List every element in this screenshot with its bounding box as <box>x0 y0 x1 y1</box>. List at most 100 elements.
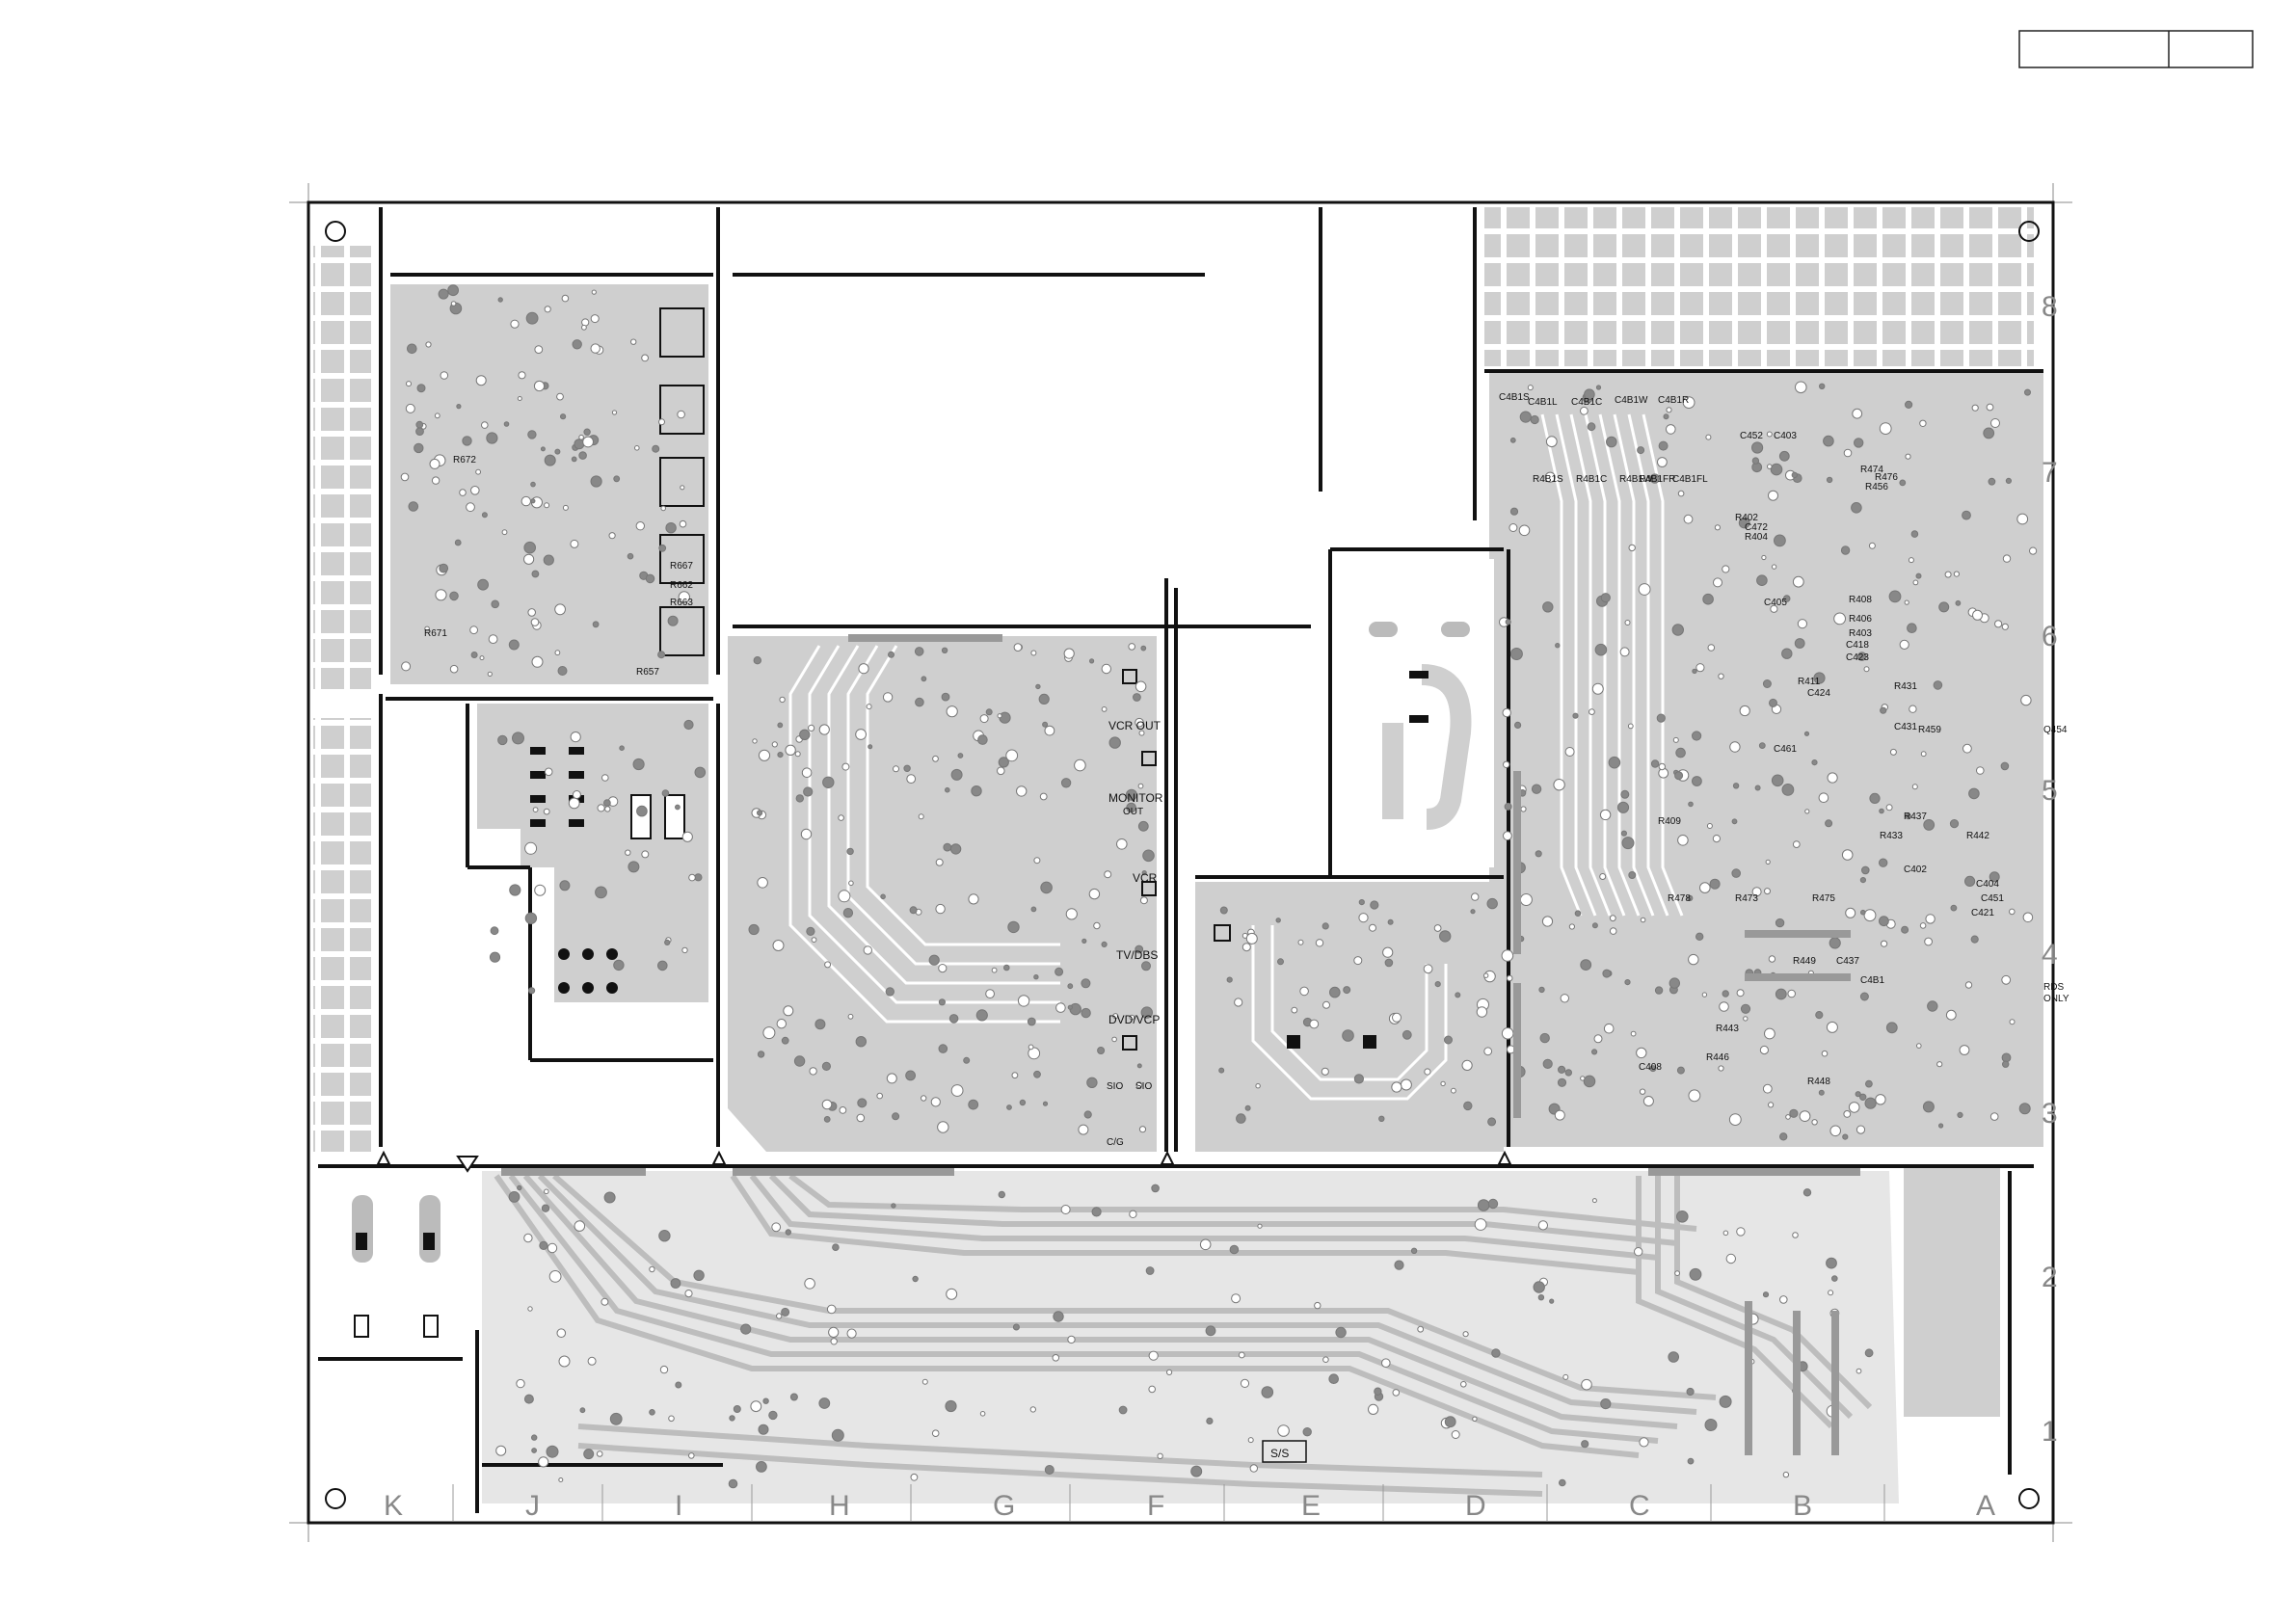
via <box>921 676 927 682</box>
via <box>1624 979 1631 986</box>
via <box>1508 523 1518 532</box>
via <box>454 539 462 546</box>
via <box>1819 383 1826 389</box>
via <box>1944 571 1952 578</box>
label-cg: C/G <box>1107 1137 1124 1148</box>
via <box>1374 1387 1382 1396</box>
ref-label: C403 <box>1774 431 1797 441</box>
ref-label: C423 <box>1846 652 1869 663</box>
via <box>527 608 537 617</box>
via <box>1767 464 1773 469</box>
via <box>841 762 850 771</box>
via <box>776 1313 783 1319</box>
via <box>462 436 472 446</box>
ref-label: R4B1C <box>1576 474 1607 485</box>
ref-label: R671 <box>424 628 447 639</box>
via <box>435 589 447 601</box>
via <box>1234 998 1243 1007</box>
via <box>1538 986 1545 994</box>
via <box>998 757 1009 768</box>
via <box>1205 1325 1216 1337</box>
via <box>1455 992 1461 998</box>
via <box>921 1378 928 1385</box>
via <box>1620 830 1628 837</box>
via <box>1945 1009 1957 1021</box>
via <box>758 749 771 761</box>
via <box>1081 938 1087 945</box>
via <box>1695 932 1704 941</box>
via <box>1829 937 1841 949</box>
via <box>1768 955 1776 963</box>
via <box>1795 381 1807 394</box>
via <box>1616 801 1630 813</box>
via <box>475 468 482 475</box>
via <box>1719 1001 1729 1012</box>
via <box>490 926 499 936</box>
via <box>1343 986 1351 995</box>
via <box>1314 1301 1322 1310</box>
via <box>997 713 1002 719</box>
via <box>1083 1110 1092 1119</box>
ref-label: C421 <box>1971 908 1994 918</box>
via <box>1988 477 1996 486</box>
via <box>1880 706 1887 714</box>
via <box>592 621 600 628</box>
via <box>488 634 498 644</box>
via <box>2001 1052 2012 1063</box>
via <box>1769 698 1777 707</box>
via <box>1770 463 1783 476</box>
ref-label: R448 <box>1807 1077 1830 1087</box>
via <box>523 541 537 554</box>
via <box>1249 1464 1259 1473</box>
via <box>1462 1331 1469 1338</box>
via <box>544 306 551 313</box>
via <box>1504 802 1512 811</box>
via <box>846 1328 857 1339</box>
via <box>1908 557 1914 564</box>
via <box>1802 1188 1812 1197</box>
via <box>1549 1298 1555 1304</box>
via <box>1081 978 1091 989</box>
via <box>1821 1050 1829 1057</box>
via <box>1519 411 1532 423</box>
via <box>1424 1068 1431 1076</box>
via <box>1509 648 1523 660</box>
via <box>625 849 631 856</box>
via <box>1888 590 1902 603</box>
via <box>1666 407 1672 413</box>
via <box>1531 784 1542 794</box>
via <box>1731 868 1741 878</box>
via <box>910 1473 919 1481</box>
via <box>1231 1293 1241 1304</box>
via <box>1953 571 1961 577</box>
via <box>1654 986 1664 995</box>
via <box>800 828 813 840</box>
via <box>1541 916 1554 927</box>
via <box>1923 819 1936 831</box>
via <box>1509 507 1519 516</box>
via <box>558 1355 571 1368</box>
via <box>508 639 520 651</box>
via <box>1860 909 1866 916</box>
via <box>809 1067 817 1076</box>
via <box>1722 990 1729 998</box>
via <box>752 738 758 744</box>
via <box>1677 490 1685 497</box>
ref-label: C404 <box>1976 879 1999 890</box>
via <box>2009 1019 2016 1025</box>
via <box>668 1415 675 1423</box>
via <box>1035 683 1041 690</box>
ref-label: R431 <box>1894 681 1917 692</box>
via <box>1302 1427 1312 1437</box>
via <box>1509 437 1516 443</box>
via <box>1833 612 1846 625</box>
via <box>1692 776 1702 786</box>
via <box>1017 995 1030 1007</box>
via <box>1505 619 1511 625</box>
via <box>1039 792 1048 801</box>
via <box>1129 1210 1137 1219</box>
via <box>1126 802 1136 813</box>
via <box>1855 1125 1866 1134</box>
